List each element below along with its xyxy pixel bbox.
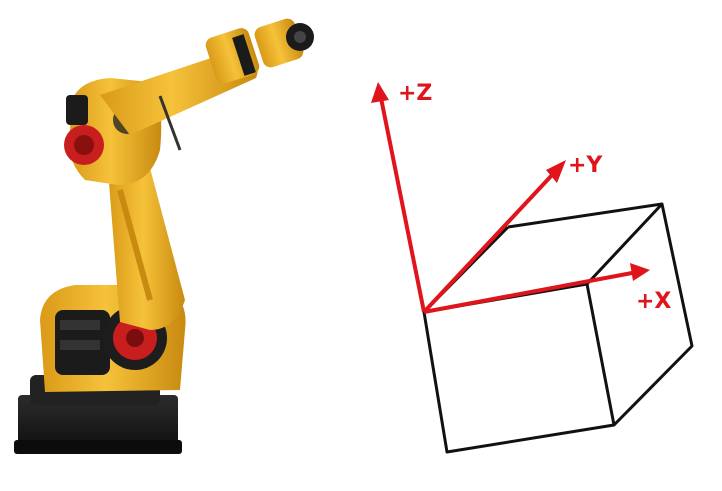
y-axis-label: +Y [568, 153, 603, 178]
cube-wireframe [422, 202, 694, 454]
robot-upper-arm [100, 18, 314, 151]
z-axis-label: +Z [398, 81, 432, 106]
z-axis-arrow [371, 82, 426, 313]
industrial-robot-image [14, 18, 314, 454]
axis-arrows [371, 82, 650, 314]
x-axis-arrow [423, 263, 650, 314]
robot-lower-arm [108, 164, 185, 330]
cube-front-face [422, 282, 616, 454]
y-axis-arrow [422, 160, 566, 314]
cube-right-edges [612, 203, 694, 427]
robot-turret [40, 285, 186, 392]
x-axis-label: +X [636, 289, 671, 314]
